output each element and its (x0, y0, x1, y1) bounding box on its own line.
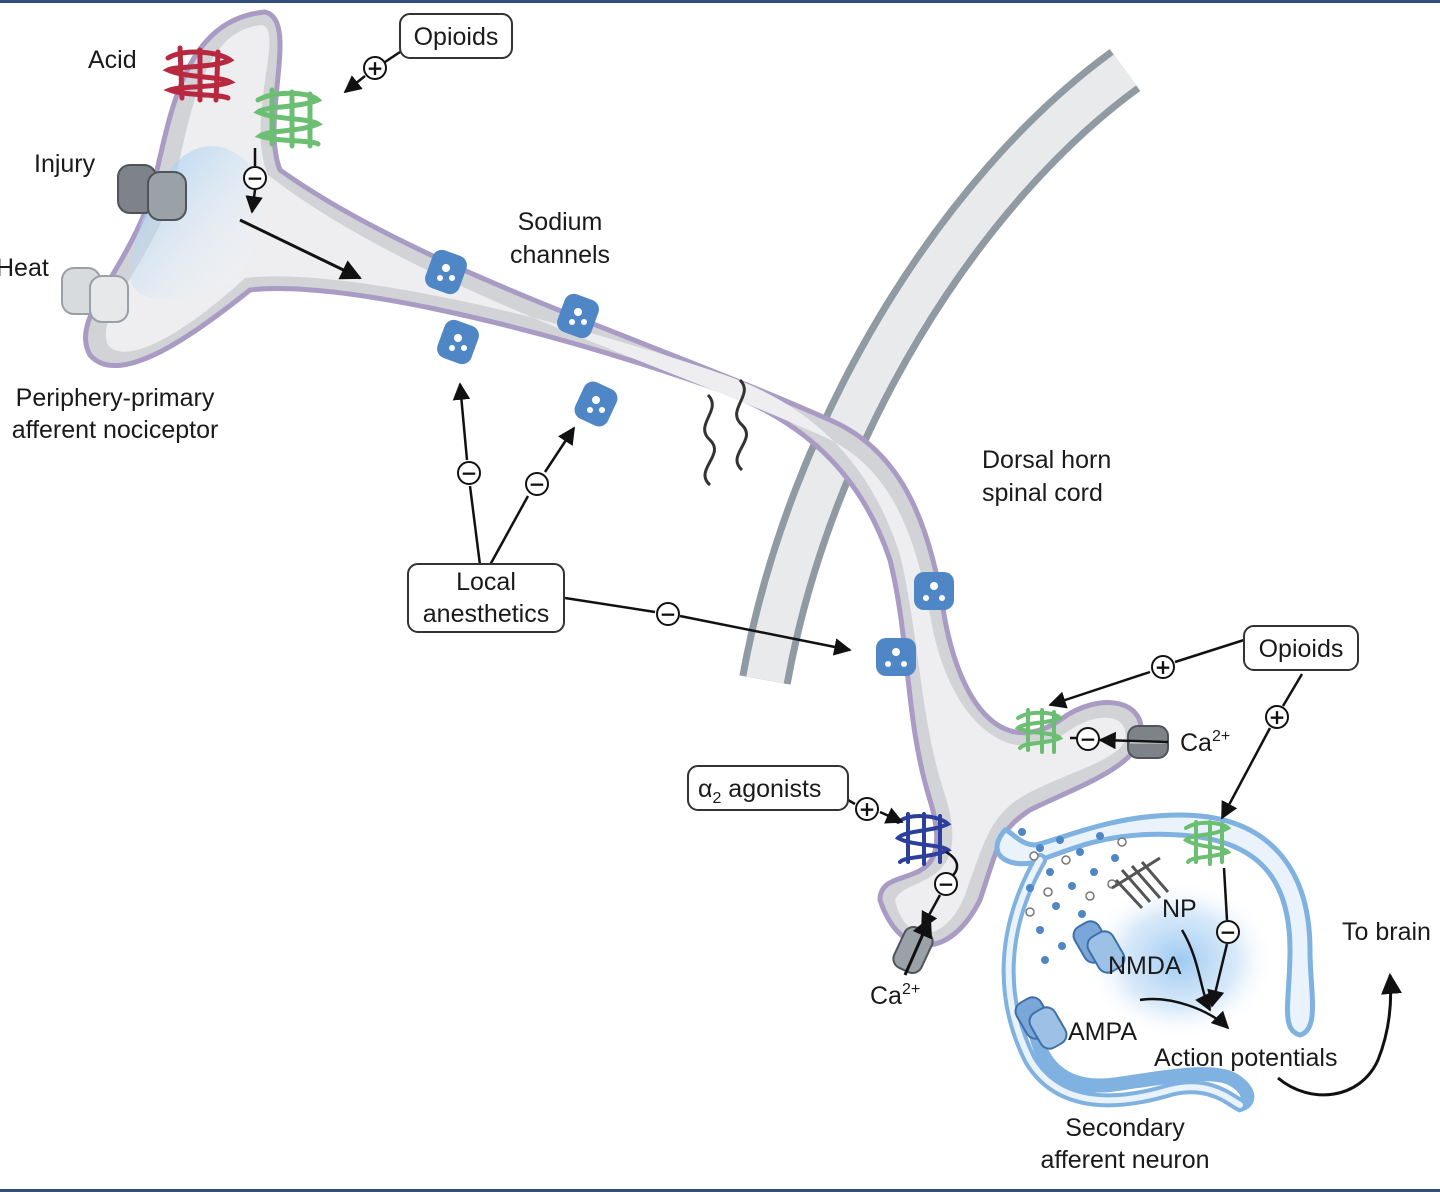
to-brain-label: To brain (1342, 918, 1431, 946)
local-anesthetics-box: Local anesthetics (407, 563, 565, 633)
svg-text:α2 agonists: α2 agonists (698, 775, 821, 807)
plus-sign-icon: + (1265, 705, 1289, 729)
opioid-receptor-top-icon (253, 87, 323, 149)
svg-text:Local: Local (456, 568, 516, 596)
heat-label: Heat (0, 254, 49, 282)
dorsal-horn-label-line2: spinal cord (982, 479, 1103, 507)
minus-sign-icon: − (1216, 920, 1240, 944)
ca-bottom-label: Ca2+ (870, 981, 920, 1010)
periphery-label-line2: afferent nociceptor (12, 416, 219, 444)
minus-sign-icon: − (656, 602, 680, 626)
svg-text:+: + (1269, 705, 1286, 729)
acid-label: Acid (88, 46, 137, 74)
plus-sign-icon: + (1151, 655, 1175, 679)
sodium-channel-icon (557, 293, 599, 339)
sodium-channel-icon (437, 319, 479, 365)
ampa-receptor-icon (1014, 996, 1068, 1050)
opioid-receptor-secondary-icon (1182, 820, 1232, 866)
svg-text:anesthetics: anesthetics (423, 600, 549, 628)
sodium-channel-icon (876, 638, 916, 676)
alpha2-agonists-box: α2 agonists (687, 765, 849, 811)
spinal-cord-band (739, 48, 1141, 685)
opioid-receptor-terminal-icon (1014, 708, 1064, 754)
sodium-label-line1: Sodium (518, 208, 603, 236)
minus-sign-icon: − (457, 461, 481, 485)
np-label: NP (1162, 895, 1197, 923)
ca-right-label: Ca2+ (1180, 728, 1230, 757)
periphery-label-line1: Periphery-primary (16, 384, 215, 412)
injury-channel-icon (117, 164, 187, 221)
acid-receptor-icon (162, 45, 236, 103)
svg-text:−: − (938, 872, 955, 896)
minus-sign-icon: − (1076, 727, 1100, 751)
svg-text:−: − (660, 602, 677, 626)
alpha2-receptor-icon (894, 812, 952, 866)
svg-text:+: + (859, 797, 876, 821)
svg-text:Opioids: Opioids (1259, 635, 1344, 663)
secondary-neuron-label-line2: afferent neuron (1040, 1146, 1209, 1174)
secondary-afferent-neuron (994, 812, 1315, 1113)
minus-sign-icon: − (243, 166, 267, 190)
svg-text:Opioids: Opioids (414, 23, 499, 51)
svg-text:−: − (529, 472, 546, 496)
ampa-label: AMPA (1068, 1018, 1137, 1046)
np-receptor-icon (1111, 856, 1170, 910)
sodium-channel-icon (425, 249, 467, 295)
neurotransmitter-dots (1018, 828, 1127, 1006)
nmda-receptor-icon (1072, 920, 1126, 974)
bottom-border (0, 1189, 1440, 1192)
nmda-label: NMDA (1108, 952, 1182, 980)
svg-text:−: − (247, 166, 264, 190)
action-potentials-label: Action potentials (1154, 1044, 1337, 1072)
opioids-top-box: Opioids (399, 13, 513, 59)
axon-break (703, 378, 748, 487)
plus-sign-icon: + (855, 797, 879, 821)
minus-sign-icon: − (525, 472, 549, 496)
svg-text:−: − (1080, 727, 1097, 751)
secondary-neuron-label-line1: Secondary (1065, 1114, 1185, 1142)
injury-label: Injury (34, 150, 96, 178)
minus-sign-icon: − (934, 872, 958, 896)
sodium-channel-icon (574, 381, 618, 427)
arrows (239, 50, 1402, 1097)
svg-text:+: + (367, 56, 384, 80)
opioids-right-box: Opioids (1243, 625, 1359, 671)
sodium-channel-icon (914, 572, 954, 610)
dorsal-horn-label-line1: Dorsal horn (982, 446, 1111, 474)
svg-text:−: − (1220, 920, 1237, 944)
svg-text:+: + (1155, 655, 1172, 679)
svg-text:−: − (461, 461, 478, 485)
heat-channel-icon (61, 267, 129, 323)
top-border (0, 0, 1440, 3)
plus-sign-icon: + (363, 56, 387, 80)
sodium-label-line2: channels (510, 241, 610, 269)
